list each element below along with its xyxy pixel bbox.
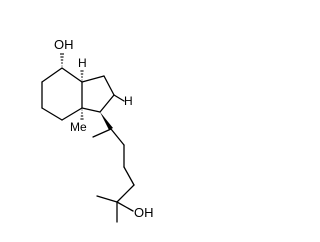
- structural-formula: OH H Me OH H: [41, 37, 154, 223]
- ring-fusion-h-label: H: [78, 56, 87, 70]
- top-hydroxyl-group: OH: [54, 37, 74, 67]
- hashed-bond-to-h: [80, 70, 84, 81]
- bond-chain-methyl: [92, 128, 112, 138]
- bond-chain-4: [116, 184, 135, 203]
- angular-methyl-group: Me: [70, 109, 87, 134]
- bond-c10-c3a: [81, 107, 101, 113]
- bond-to-terminal-oh: [116, 201, 134, 212]
- side-chain: OH: [92, 112, 154, 223]
- ring-fusion-hydrogen-group: H: [78, 56, 87, 81]
- bond-to-side-chain-h: [113, 94, 125, 102]
- side-chain-h-label: H: [124, 94, 133, 108]
- bond-chain-1: [110, 128, 125, 146]
- cyclohexane-ring: [41, 67, 83, 121]
- bond-c7a-c8: [81, 75, 105, 83]
- wedge-bond-ring-to-chain: [100, 112, 113, 130]
- bond-c3a-c4: [61, 107, 83, 121]
- hashed-bond-to-methyl: [80, 109, 84, 120]
- bond-c1-c7a: [61, 67, 83, 83]
- bond-c6-c1: [41, 67, 63, 83]
- hashed-bond-to-oh: [60, 53, 64, 67]
- cyclopentane-ring: [81, 75, 115, 113]
- bond-c9-c10: [99, 94, 115, 113]
- bond-c8-c9: [103, 75, 115, 96]
- bond-c4-c5: [41, 107, 63, 121]
- bond-terminal-methyl: [96, 195, 118, 203]
- hydroxyl-label-terminal: OH: [134, 205, 154, 220]
- hydroxyl-label-top: OH: [54, 37, 74, 52]
- methyl-label: Me: [70, 120, 87, 134]
- side-chain-hydrogen-group: H: [113, 94, 133, 108]
- bond-chain-3: [123, 166, 135, 186]
